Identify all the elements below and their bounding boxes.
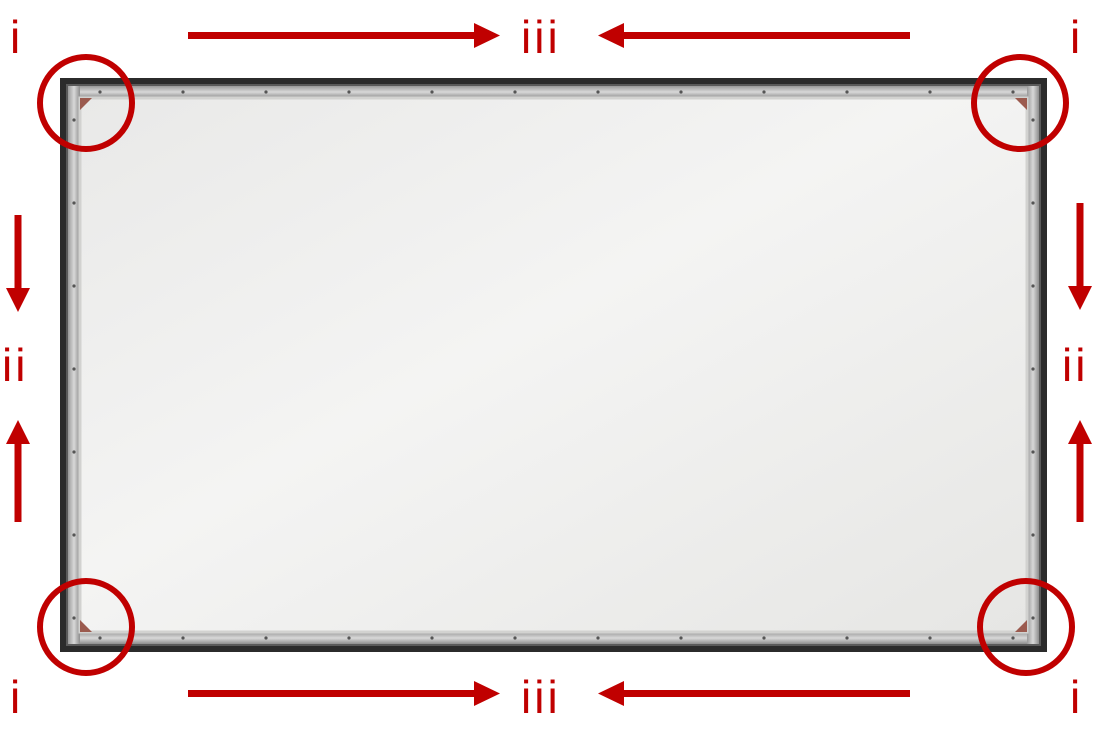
stud-top bbox=[513, 90, 516, 93]
stud-bottom bbox=[181, 636, 184, 639]
label-top-center: iii bbox=[521, 14, 561, 60]
label-corner-bottom-right: i bbox=[1070, 674, 1083, 720]
rail-top bbox=[68, 86, 1039, 98]
screen-surface bbox=[80, 98, 1027, 632]
stud-right bbox=[1031, 450, 1034, 453]
stud-top bbox=[928, 90, 931, 93]
stud-left bbox=[72, 118, 75, 121]
arrow-icon-right-up-pointing bbox=[1068, 420, 1092, 522]
arrow-icon-right-down-pointing bbox=[1068, 203, 1092, 310]
stud-right bbox=[1031, 533, 1034, 536]
stud-left bbox=[72, 284, 75, 287]
rail-right bbox=[1027, 86, 1039, 644]
stud-bottom bbox=[513, 636, 516, 639]
stud-bottom bbox=[264, 636, 267, 639]
stud-bottom bbox=[845, 636, 848, 639]
stud-left bbox=[72, 367, 75, 370]
stud-right bbox=[1031, 367, 1034, 370]
stud-top bbox=[264, 90, 267, 93]
stud-bottom bbox=[679, 636, 682, 639]
stud-left bbox=[72, 201, 75, 204]
stud-bottom bbox=[1011, 636, 1014, 639]
stud-bottom bbox=[596, 636, 599, 639]
stud-right bbox=[1031, 284, 1034, 287]
stud-bottom bbox=[928, 636, 931, 639]
stud-right bbox=[1031, 118, 1034, 121]
stud-right bbox=[1031, 616, 1034, 619]
arrow-icon-left-up-pointing bbox=[6, 420, 30, 522]
label-side-right: ii bbox=[1062, 342, 1088, 388]
stud-left bbox=[72, 450, 75, 453]
label-side-left: ii bbox=[2, 342, 28, 388]
label-bottom-center: iii bbox=[521, 674, 561, 720]
label-corner-top-right: i bbox=[1070, 14, 1083, 60]
stud-bottom bbox=[762, 636, 765, 639]
stud-top bbox=[98, 90, 101, 93]
rail-bottom bbox=[68, 632, 1039, 644]
stud-top bbox=[762, 90, 765, 93]
stud-top bbox=[845, 90, 848, 93]
stud-top bbox=[347, 90, 350, 93]
stud-bottom bbox=[430, 636, 433, 639]
stud-top bbox=[430, 90, 433, 93]
arrow-icon-bottom-left-pointing bbox=[598, 681, 910, 706]
rail-left bbox=[68, 86, 80, 644]
stud-left bbox=[72, 616, 75, 619]
arrow-icon-left-down-pointing bbox=[6, 215, 30, 312]
stud-left bbox=[72, 533, 75, 536]
stud-right bbox=[1031, 201, 1034, 204]
label-corner-bottom-left: i bbox=[10, 674, 23, 720]
stud-top bbox=[679, 90, 682, 93]
stud-bottom bbox=[98, 636, 101, 639]
arrow-icon-top-left-pointing bbox=[598, 23, 910, 48]
stud-top bbox=[596, 90, 599, 93]
arrow-icon-top-right-pointing bbox=[188, 23, 500, 48]
stud-top bbox=[1011, 90, 1014, 93]
arrow-icon-bottom-right-pointing bbox=[188, 681, 500, 706]
stud-top bbox=[181, 90, 184, 93]
stud-bottom bbox=[347, 636, 350, 639]
label-corner-top-left: i bbox=[10, 14, 23, 60]
